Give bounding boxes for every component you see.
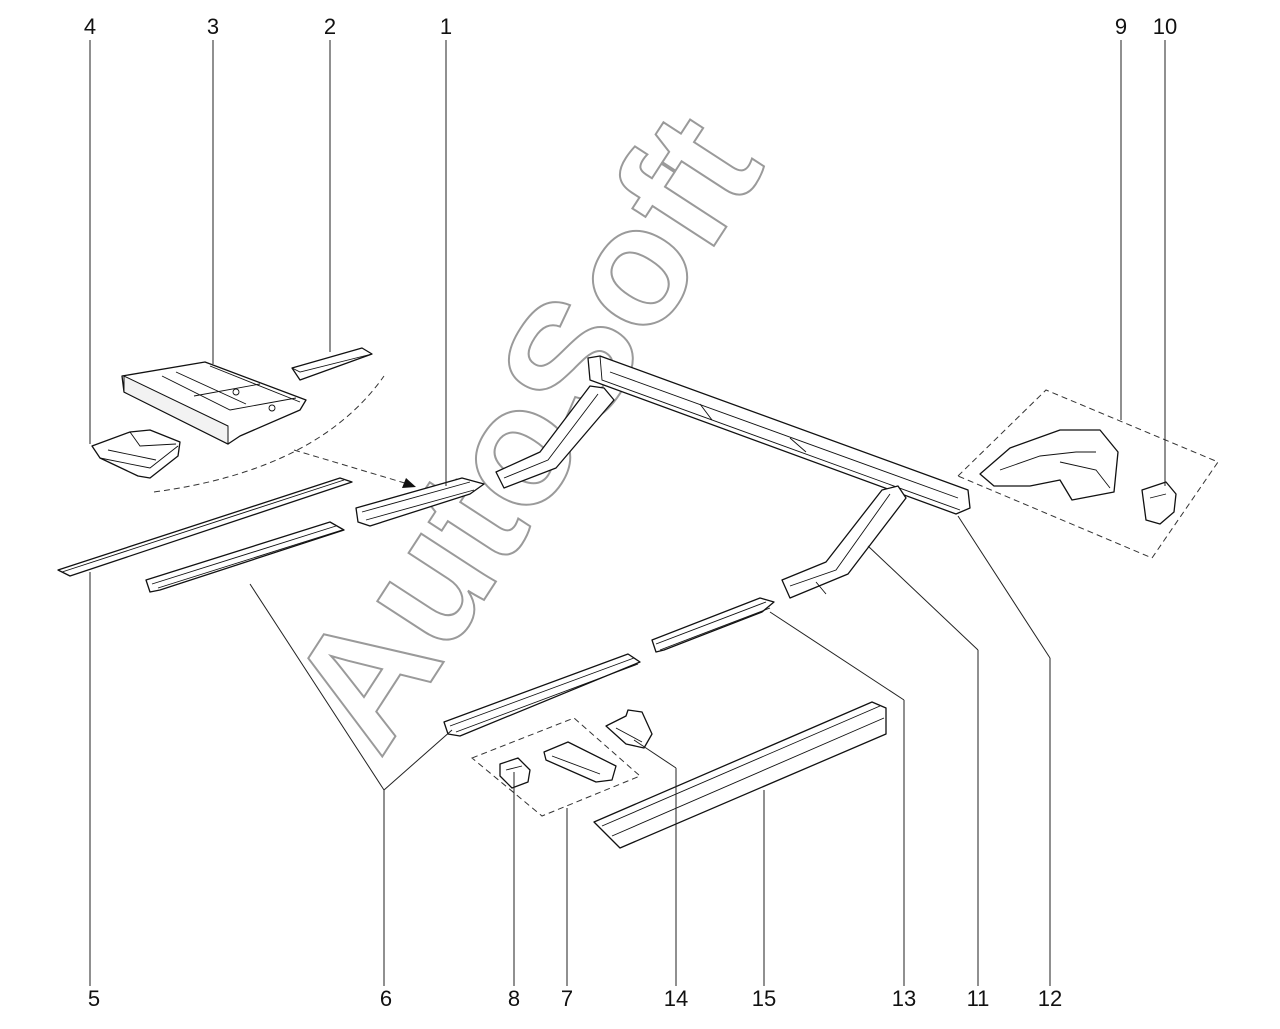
part-7-group-outline <box>471 717 641 817</box>
callout-12: 12 <box>1038 986 1062 1011</box>
part-3-floor-panel <box>121 361 307 445</box>
callout-8: 8 <box>508 986 520 1011</box>
callout-3: 3 <box>207 14 219 39</box>
callout-5: 5 <box>88 986 100 1011</box>
watermark: AutoSoft <box>253 83 797 780</box>
part-9-group-outline <box>957 389 1219 559</box>
callout-numbers: 4 3 2 1 9 10 5 6 8 7 14 15 13 11 12 <box>84 14 1177 1011</box>
part-6-rail-upper <box>145 521 345 593</box>
part-1-front-section <box>355 477 485 527</box>
part-4-bracket <box>91 429 181 479</box>
part-14-bracket <box>605 709 653 749</box>
callout-6: 6 <box>380 986 392 1011</box>
part-9-wheel-arch <box>979 429 1119 501</box>
callout-15: 15 <box>752 986 776 1011</box>
leader-lines <box>89 40 1166 986</box>
callout-11: 11 <box>967 986 990 1011</box>
part-6-rail-lower <box>443 653 641 737</box>
part-2-strip <box>291 347 373 381</box>
part-8-clip <box>499 757 531 789</box>
part-7-bracket <box>543 741 617 783</box>
part-13-middle-rail <box>651 597 775 653</box>
assembly-arc <box>153 375 385 493</box>
callout-10: 10 <box>1153 14 1177 39</box>
callout-7: 7 <box>561 986 573 1011</box>
part-5-long-rail <box>57 477 353 577</box>
callout-13: 13 <box>892 986 916 1011</box>
callout-14: 14 <box>664 986 688 1011</box>
callout-2: 2 <box>324 14 336 39</box>
assembly-arrowhead <box>402 478 416 488</box>
main-rear-frame <box>495 355 971 599</box>
callout-9: 9 <box>1115 14 1127 39</box>
part-15-sill <box>593 701 887 849</box>
part-10-bracket <box>1141 481 1177 525</box>
callout-1: 1 <box>440 14 452 39</box>
callout-4: 4 <box>84 14 96 39</box>
